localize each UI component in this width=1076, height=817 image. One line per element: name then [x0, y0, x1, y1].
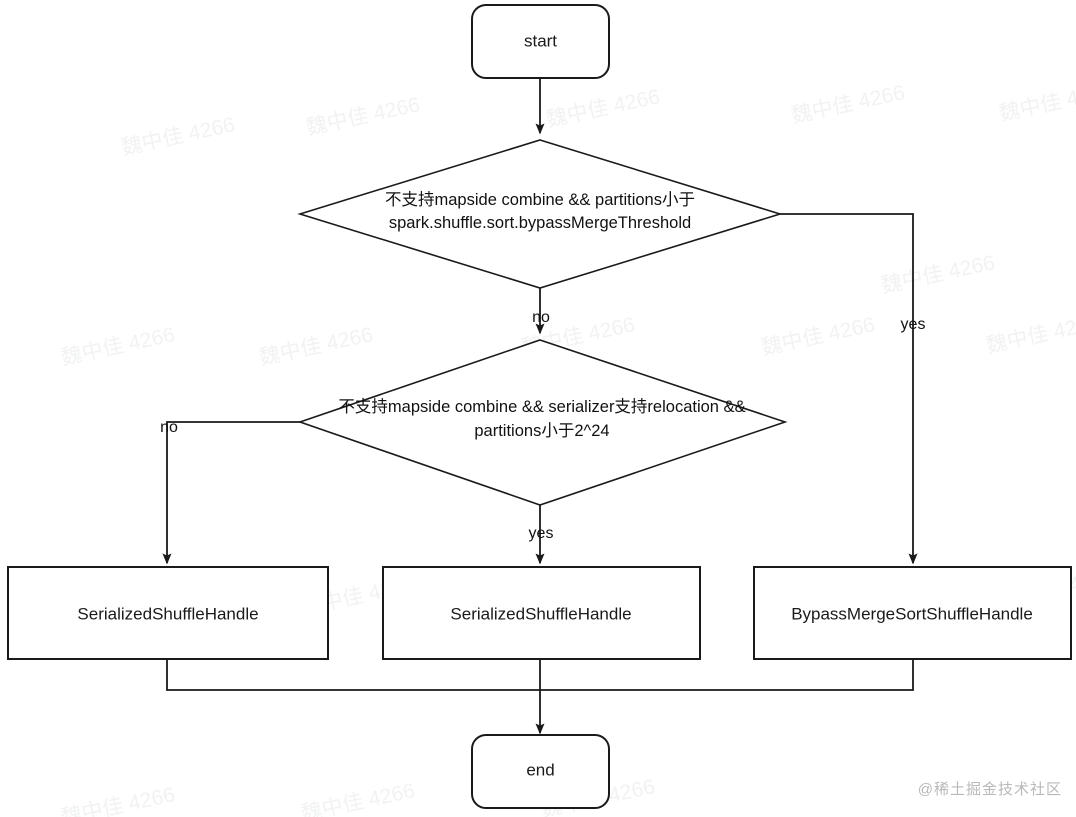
edge-decision2-no-to-left-handle: [162, 421, 300, 565]
edge-label-decision1-yes: yes: [901, 316, 926, 333]
edge-left-handle-to-end: [166, 659, 540, 691]
node-decision-serialized[interactable]: [297, 339, 788, 506]
node-decision-serialized-line1: 不支持mapside combine && serializer支持reloca…: [338, 397, 745, 416]
attribution-text: @稀土掘金技术社区: [917, 781, 1062, 798]
node-start-label: start: [524, 31, 557, 50]
node-start[interactable]: [471, 4, 610, 79]
node-serialized-shuffle-handle-center-label: SerializedShuffleHandle: [450, 604, 631, 623]
edge-label-decision2-yes: yes: [529, 525, 554, 542]
node-decision-bypass-merge[interactable]: [297, 139, 783, 289]
node-serialized-shuffle-handle-center[interactable]: [382, 566, 701, 660]
edge-decision1-yes-to-bypass: [780, 213, 918, 565]
node-decision-serialized-line2: partitions小于2^24: [474, 421, 609, 440]
node-end[interactable]: [471, 734, 610, 809]
node-decision-bypass-merge-line2: spark.shuffle.sort.bypassMergeThreshold: [389, 214, 691, 232]
node-bypass-merge-sort-shuffle-handle[interactable]: [753, 566, 1072, 660]
edge-label-decision2-no: no: [160, 419, 178, 436]
node-end-label: end: [526, 760, 554, 779]
edge-right-handle-to-end: [540, 659, 914, 691]
node-serialized-shuffle-handle-left[interactable]: [7, 566, 329, 660]
edge-label-decision1-no: no: [532, 309, 550, 326]
node-serialized-shuffle-handle-left-label: SerializedShuffleHandle: [77, 604, 258, 623]
node-decision-bypass-merge-line1: 不支持mapside combine && partitions小于: [385, 190, 695, 209]
node-bypass-merge-sort-shuffle-handle-label: BypassMergeSortShuffleHandle: [791, 604, 1033, 623]
